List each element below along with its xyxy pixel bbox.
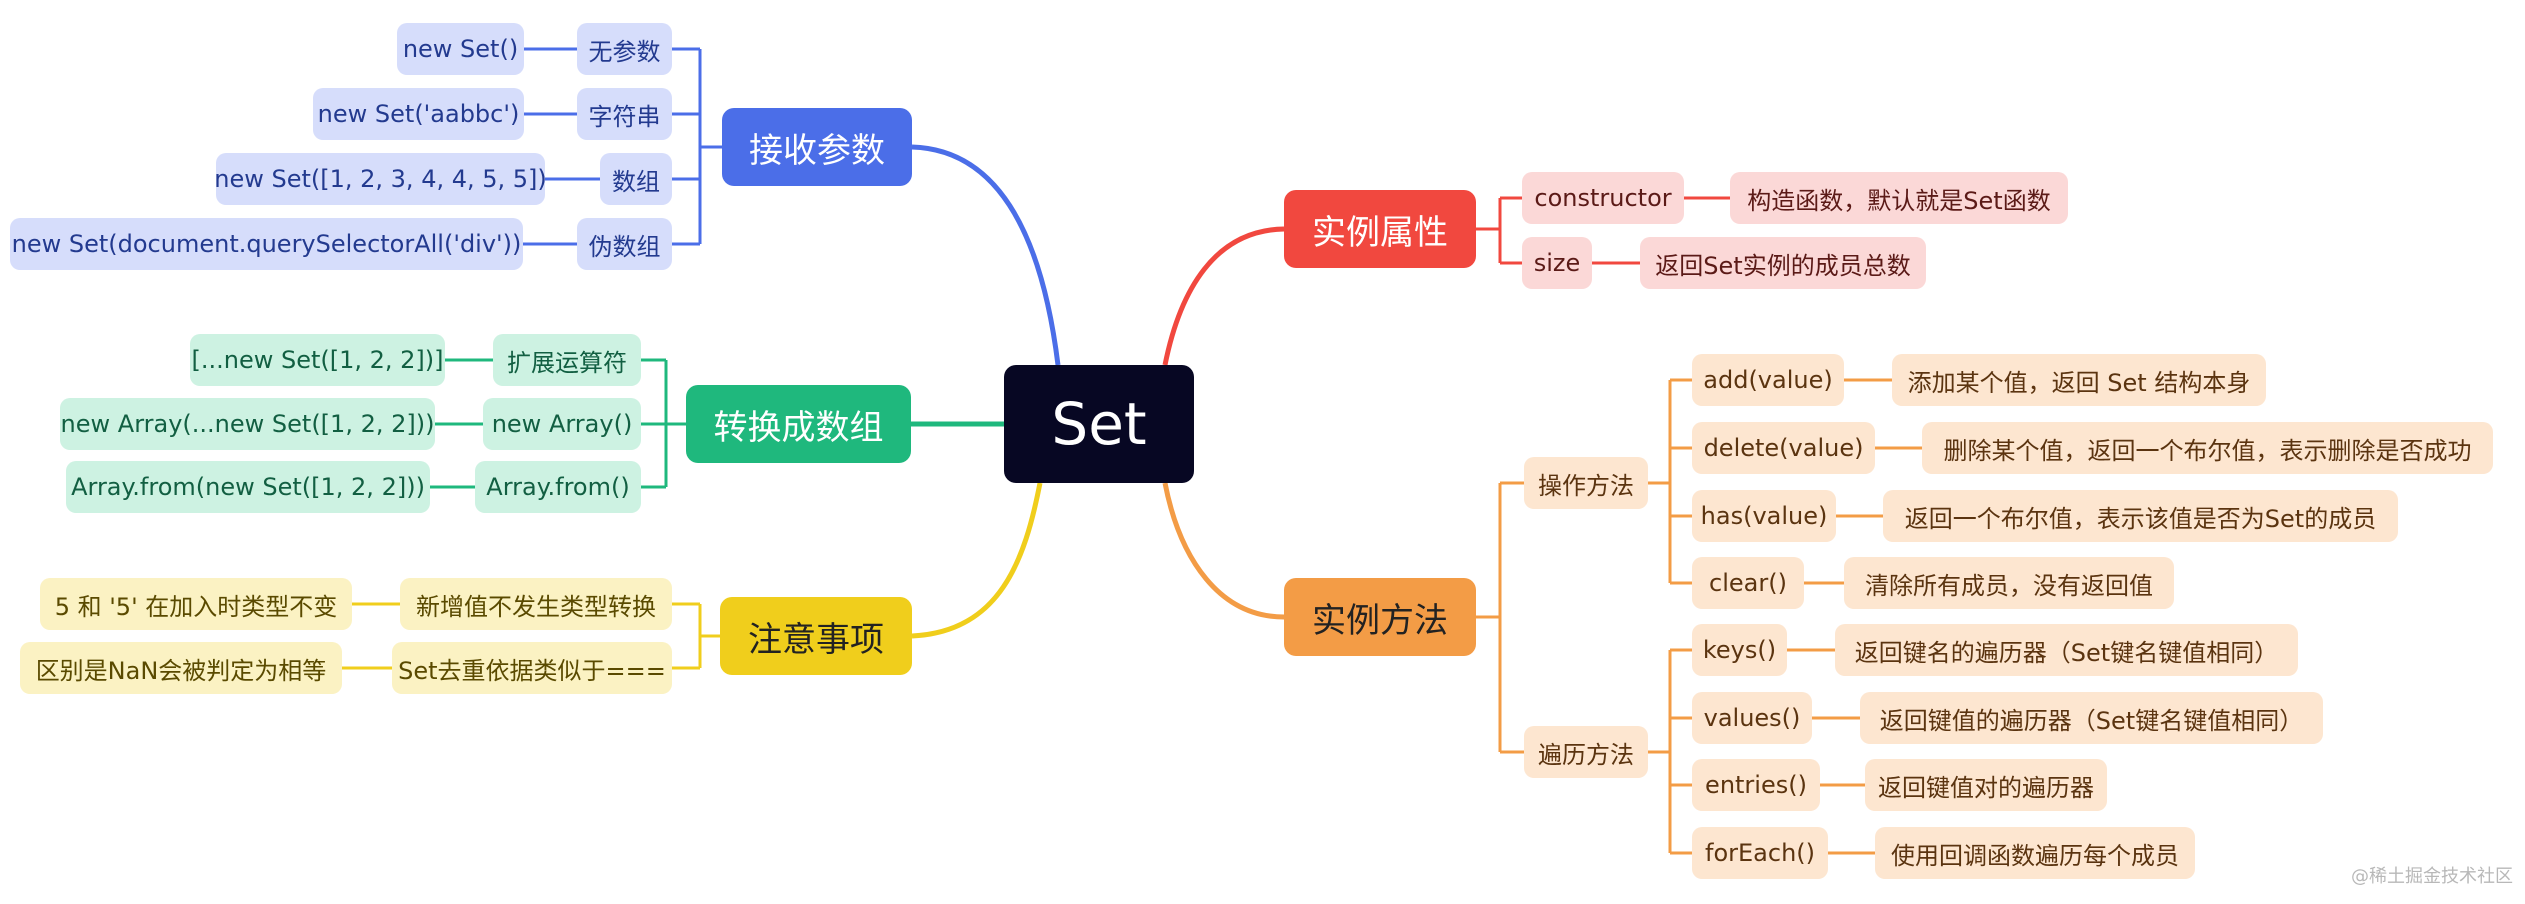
node-label: 使用回调函数遍历每个成员 xyxy=(1891,841,2179,870)
param-example-node[interactable]: new Set([1, 2, 3, 4, 4, 5, 5]) xyxy=(214,153,547,205)
branch-label: 接收参数 xyxy=(749,130,885,171)
method-name-node[interactable]: add(value) xyxy=(1692,354,1844,406)
branch-label: 转换成数组 xyxy=(713,407,884,448)
node-label: 操作方法 xyxy=(1538,471,1634,500)
node-label: clear() xyxy=(1709,569,1787,597)
node-label: 新增值不发生类型转换 xyxy=(416,592,656,621)
node-label: Array.from(new Set([1, 2, 2])) xyxy=(71,473,425,501)
conversion-example-node[interactable]: Array.from(new Set([1, 2, 2])) xyxy=(66,461,430,513)
node-label: 数组 xyxy=(612,167,660,196)
node-label: new Set() xyxy=(402,35,519,63)
method-desc-node[interactable]: 删除某个值，返回一个布尔值，表示删除是否成功 xyxy=(1922,422,2493,474)
node-label: 构造函数，默认就是Set函数 xyxy=(1747,186,2051,215)
param-type-node[interactable]: 数组 xyxy=(600,153,672,205)
param-type-node[interactable]: 字符串 xyxy=(577,88,672,140)
method-name-node[interactable]: clear() xyxy=(1692,557,1804,609)
param-example-node[interactable]: new Set('aabbc') xyxy=(313,88,524,140)
note-rule-node[interactable]: 新增值不发生类型转换 xyxy=(400,578,672,630)
root-node[interactable]: Set xyxy=(1004,365,1194,483)
root-label: Set xyxy=(1051,390,1147,458)
prop-desc-node[interactable]: 构造函数，默认就是Set函数 xyxy=(1730,172,2068,224)
note-detail-node[interactable]: 区别是NaN会被判定为相等 xyxy=(20,642,342,694)
node-label: keys() xyxy=(1702,636,1777,664)
method-group-node[interactable]: 操作方法 xyxy=(1524,457,1648,509)
node-label: 删除某个值，返回一个布尔值，表示删除是否成功 xyxy=(1943,436,2472,465)
node-label: size xyxy=(1533,249,1581,277)
method-desc-node[interactable]: 返回键值对的遍历器 xyxy=(1865,759,2107,811)
note-detail-node[interactable]: 5 和 '5' 在加入时类型不变 xyxy=(40,578,352,630)
node-label: 遍历方法 xyxy=(1538,740,1634,769)
branch-notes[interactable]: 注意事项 xyxy=(720,597,912,675)
branch-receive-params[interactable]: 接收参数 xyxy=(722,108,912,186)
param-example-node[interactable]: new Set() xyxy=(397,23,524,75)
node-label: [...new Set([1, 2, 2])] xyxy=(191,346,444,374)
node-label: 添加某个值，返回 Set 结构本身 xyxy=(1907,368,2251,397)
node-label: Set去重依据类似于=== xyxy=(398,656,666,685)
link-root-props xyxy=(1162,226,1285,366)
method-desc-node[interactable]: 返回一个布尔值，表示该值是否为Set的成员 xyxy=(1883,490,2398,542)
param-type-node[interactable]: 伪数组 xyxy=(577,218,672,270)
node-label: 清除所有成员，没有返回值 xyxy=(1865,571,2153,600)
conversion-method-node[interactable]: Array.from() xyxy=(475,461,641,513)
watermark: @稀土掘金技术社区 xyxy=(2351,866,2513,887)
method-group-node[interactable]: 遍历方法 xyxy=(1524,726,1648,778)
node-label: 返回键值对的遍历器 xyxy=(1878,773,2094,802)
prop-name-node[interactable]: size xyxy=(1522,237,1592,289)
method-desc-node[interactable]: 使用回调函数遍历每个成员 xyxy=(1875,827,2195,879)
method-desc-node[interactable]: 返回键名的遍历器（Set键名键值相同） xyxy=(1835,624,2298,676)
node-label: 返回Set实例的成员总数 xyxy=(1655,251,1911,280)
branch-label: 注意事项 xyxy=(748,619,884,660)
method-desc-node[interactable]: 添加某个值，返回 Set 结构本身 xyxy=(1892,354,2266,406)
node-label: 区别是NaN会被判定为相等 xyxy=(35,656,327,685)
method-name-node[interactable]: entries() xyxy=(1692,759,1820,811)
param-example-node[interactable]: new Set(document.querySelectorAll('div')… xyxy=(10,218,523,270)
branch-instance-methods[interactable]: 实例方法 xyxy=(1284,578,1476,656)
node-label: 返回键名的遍历器（Set键名键值相同） xyxy=(1854,638,2279,667)
node-label: 返回键值的遍历器（Set键名键值相同） xyxy=(1879,706,2304,735)
link-root-receive xyxy=(911,144,1061,366)
prop-desc-node[interactable]: 返回Set实例的成员总数 xyxy=(1640,237,1926,289)
node-label: entries() xyxy=(1705,771,1807,799)
node-label: new Array(...new Set([1, 2, 2])) xyxy=(60,410,435,438)
branch-label: 实例属性 xyxy=(1312,212,1448,253)
conversion-example-node[interactable]: new Array(...new Set([1, 2, 2])) xyxy=(60,398,435,450)
node-label: values() xyxy=(1703,704,1801,732)
node-label: new Set([1, 2, 3, 4, 4, 5, 5]) xyxy=(214,165,547,193)
node-label: 返回一个布尔值，表示该值是否为Set的成员 xyxy=(1904,504,2377,533)
param-type-node[interactable]: 无参数 xyxy=(577,23,672,75)
method-name-node[interactable]: delete(value) xyxy=(1692,422,1875,474)
method-name-node[interactable]: values() xyxy=(1692,692,1812,744)
node-label: new Set(document.querySelectorAll('div')… xyxy=(11,230,522,258)
node-label: 无参数 xyxy=(588,37,661,66)
node-label: 字符串 xyxy=(588,102,661,131)
node-label: constructor xyxy=(1534,184,1672,212)
branch-label: 实例方法 xyxy=(1312,600,1448,641)
conversion-example-node[interactable]: [...new Set([1, 2, 2])] xyxy=(190,334,445,386)
node-label: delete(value) xyxy=(1703,434,1864,462)
link-root-notes xyxy=(911,482,1043,639)
prop-name-node[interactable]: constructor xyxy=(1522,172,1684,224)
method-desc-node[interactable]: 返回键值的遍历器（Set键名键值相同） xyxy=(1860,692,2323,744)
note-rule-node[interactable]: Set去重依据类似于=== xyxy=(392,642,672,694)
node-label: 5 和 '5' 在加入时类型不变 xyxy=(54,592,338,621)
branch-to-array[interactable]: 转换成数组 xyxy=(686,385,911,463)
node-label: 伪数组 xyxy=(588,232,661,261)
node-label: forEach() xyxy=(1705,839,1816,867)
method-name-node[interactable]: keys() xyxy=(1692,624,1787,676)
node-label: new Array() xyxy=(491,410,633,438)
node-label: has(value) xyxy=(1700,502,1828,530)
node-label: 扩展运算符 xyxy=(507,348,627,377)
conversion-method-node[interactable]: 扩展运算符 xyxy=(493,334,641,386)
link-root-methods xyxy=(1162,482,1285,620)
conversion-method-node[interactable]: new Array() xyxy=(483,398,641,450)
method-name-node[interactable]: has(value) xyxy=(1692,490,1836,542)
branch-instance-props[interactable]: 实例属性 xyxy=(1284,190,1476,268)
method-name-node[interactable]: forEach() xyxy=(1692,827,1828,879)
method-desc-node[interactable]: 清除所有成员，没有返回值 xyxy=(1844,557,2174,609)
node-label: Array.from() xyxy=(486,473,630,501)
node-label: add(value) xyxy=(1703,366,1833,394)
node-label: new Set('aabbc') xyxy=(317,100,520,128)
